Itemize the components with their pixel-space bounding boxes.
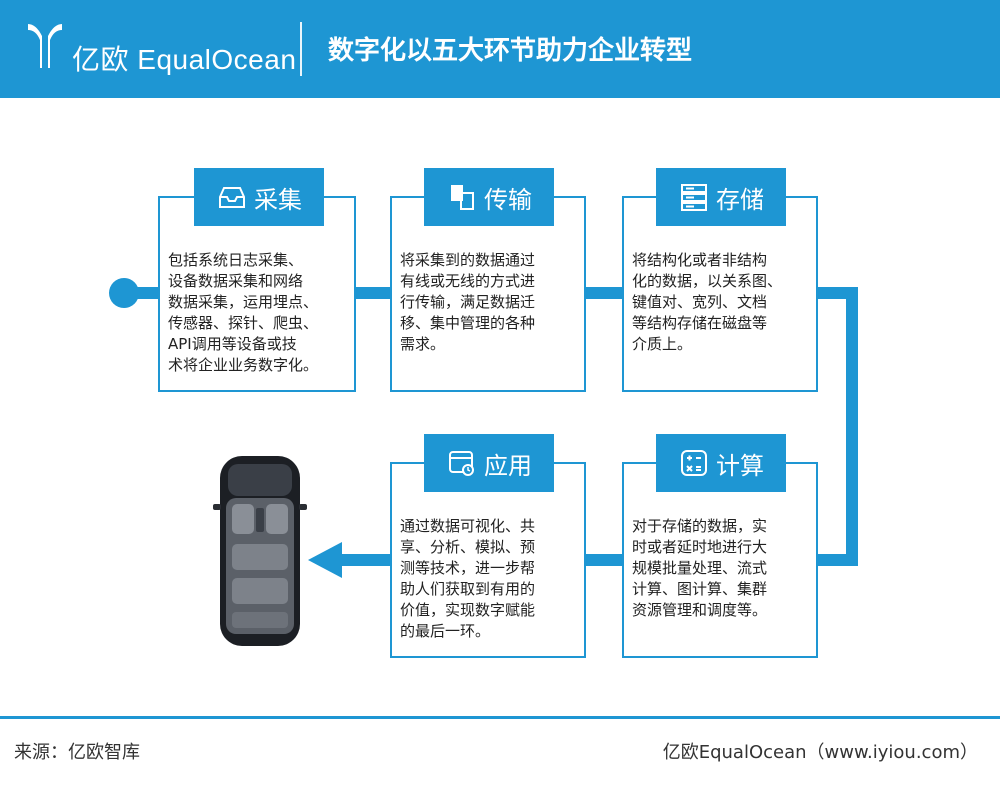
card-transmit-label: 传输 [424,168,554,226]
header-divider [300,22,302,76]
card-compute-text: 对于存储的数据，实 时或者延时地进行大 规模批量处理、流式 计算、图计算、集群 … [632,517,768,619]
logo-icon [28,24,62,68]
card-transmit [390,196,586,392]
card-apply-label: 应用 [424,434,554,492]
card-collect-text: 包括系统日志采集、 设备数据采集和网络 数据采集，运用埋点、 传感器、探针、爬虫… [168,251,319,374]
calculator-icon [681,450,707,476]
brand-credit: 亿欧EqualOcean（www.iyiou.com） [662,742,978,763]
card-store-text: 将结构化或者非结构 化的数据，以关系图、 键值对、宽列、文档 等结构存储在磁盘等… [632,251,783,353]
connector-compute-apply [586,554,624,566]
card-collect [158,196,356,392]
connector-apply-car [340,554,392,566]
source-note: 来源：亿欧智库 [14,742,140,763]
connector-collect-transmit [356,287,392,299]
header-banner: 亿欧 EqualOcean 数字化以五大环节助力企业转型 [0,0,1000,98]
card-collect-label: 采集 [194,168,324,226]
card-apply [390,462,586,658]
card-store-label: 存储 [656,168,786,226]
tray-icon [219,187,245,208]
logo-text: 亿欧 EqualOcean [72,44,297,75]
card-apply-text: 通过数据可视化、共 享、分析、模拟、预 测等技术，进一步帮 助人们获取到有用的 … [400,517,536,640]
card-compute-label: 计算 [656,434,786,492]
arrow-head-left [308,542,342,578]
page-title: 数字化以五大环节助力企业转型 [328,36,693,66]
card-store [622,196,818,392]
connector-store-compute [818,287,858,566]
car-illustration [213,456,307,646]
footer-divider [0,716,1000,719]
documents-icon [451,185,474,210]
app-window-icon [449,451,474,476]
connector-start-collect [124,287,160,299]
connector-transmit-store [586,287,624,299]
card-transmit-text: 将采集到的数据通过 有线或无线的方式进 行传输，满足数据迁 移、集中管理的各种 … [400,251,536,353]
server-icon [681,184,707,211]
